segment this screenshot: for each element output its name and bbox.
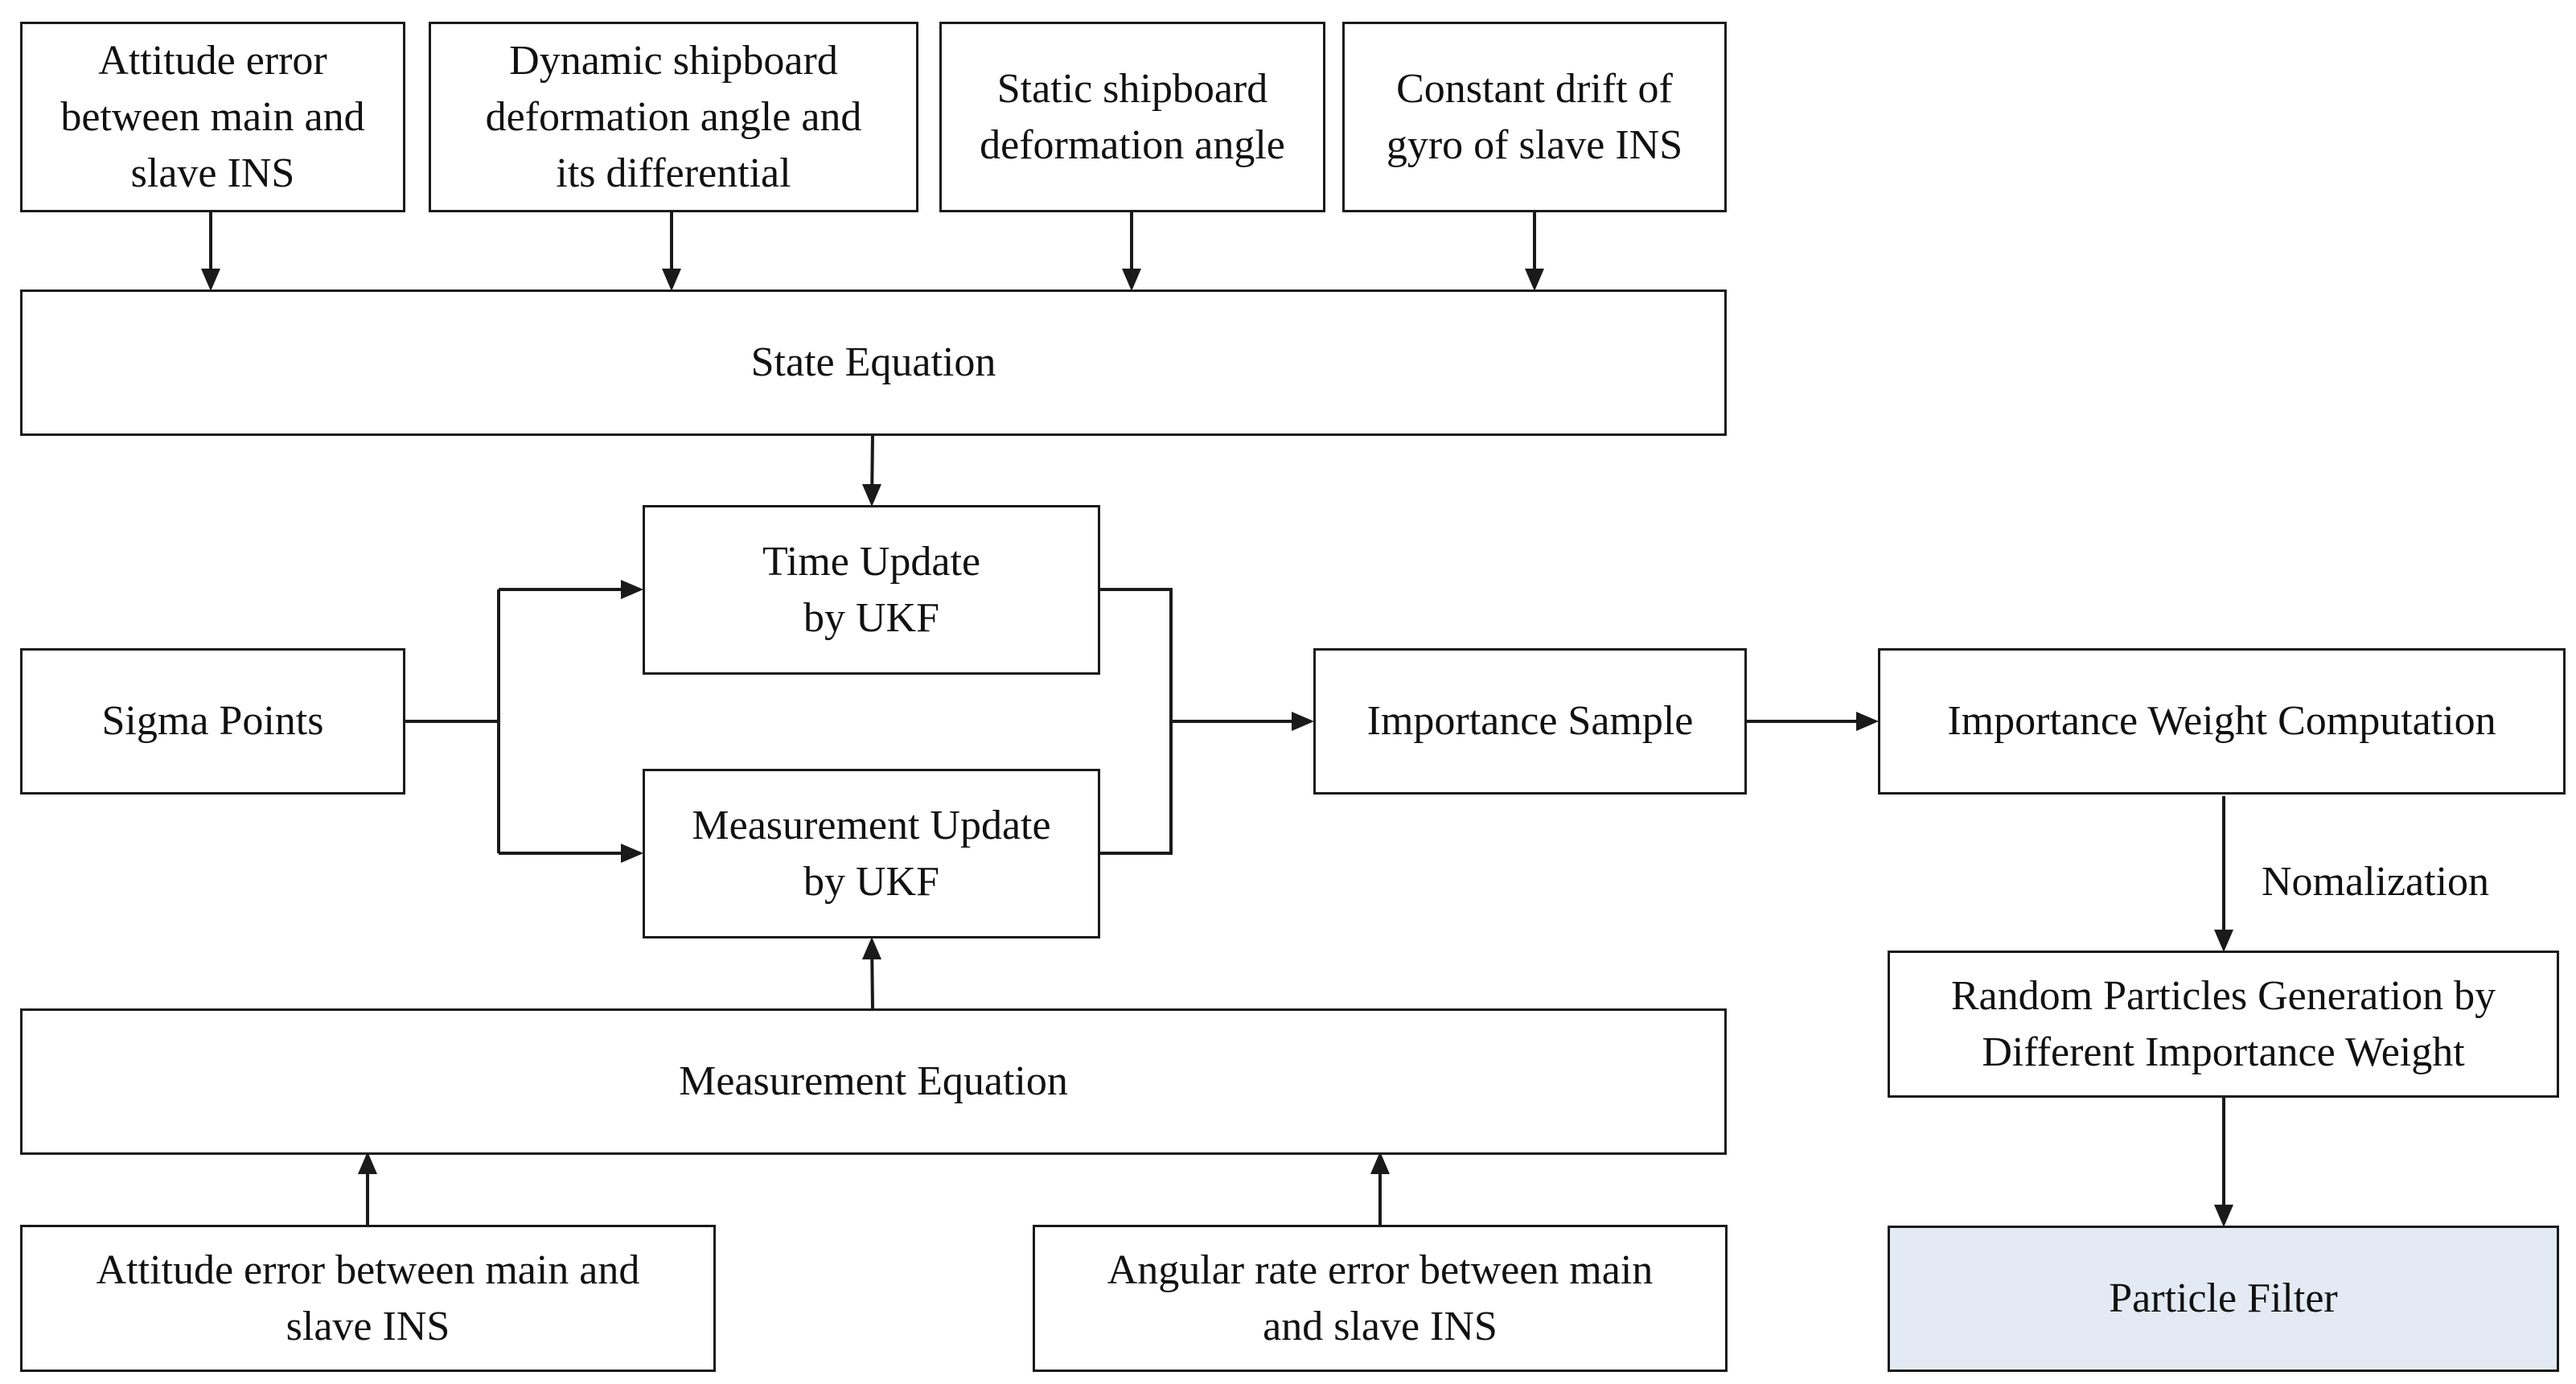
arrowhead xyxy=(862,484,881,507)
arrowhead xyxy=(621,844,643,863)
node-attitude-error-bottom: Attitude error between main and slave IN… xyxy=(20,1225,716,1372)
arrowhead xyxy=(1122,269,1141,291)
arrowhead xyxy=(2214,1205,2233,1227)
node-measurement-equation: Measurement Equation xyxy=(20,1008,1727,1155)
node-sigma-points: Sigma Points xyxy=(20,648,405,795)
line-sigma-split xyxy=(404,589,500,853)
node-static-deformation: Static shipboard deformation angle xyxy=(939,22,1325,212)
arrowhead xyxy=(621,580,643,599)
arrowhead xyxy=(2214,930,2233,952)
node-label: Attitude error between main and slave IN… xyxy=(96,1246,640,1349)
node-random-particles: Random Particles Generation by Different… xyxy=(1888,951,2559,1098)
node-attitude-error-top: Attitude error between main and slave IN… xyxy=(20,22,405,212)
arrowhead xyxy=(1525,269,1544,291)
node-label: Static shipboard deformation angle xyxy=(980,65,1285,168)
node-label: Angular rate error between main and slav… xyxy=(1107,1246,1654,1349)
node-label: Random Particles Generation by Different… xyxy=(1950,972,2496,1075)
node-state-equation: State Equation xyxy=(20,290,1727,436)
node-constant-drift: Constant drift of gyro of slave INS xyxy=(1342,22,1727,212)
node-label: Importance Weight Computation xyxy=(1947,698,2496,744)
arrowhead xyxy=(1856,712,1879,731)
node-label: Constant drift of gyro of slave INS xyxy=(1386,65,1683,168)
node-label: Measurement Update by UKF xyxy=(692,802,1051,905)
arrowhead xyxy=(1370,1152,1390,1174)
arrowhead xyxy=(201,269,220,291)
node-label: Attitude error between main and slave IN… xyxy=(60,37,365,196)
node-label: Importance Sample xyxy=(1366,698,1694,744)
node-importance-sample: Importance Sample xyxy=(1313,648,1747,795)
node-importance-weight: Importance Weight Computation xyxy=(1878,648,2566,795)
node-label: Sigma Points xyxy=(101,698,324,744)
arrowhead xyxy=(862,937,881,959)
arrowhead xyxy=(662,269,681,291)
node-measurement-update: Measurement Update by UKF xyxy=(643,769,1100,938)
arrowhead xyxy=(1292,712,1314,731)
node-label: Measurement Equation xyxy=(679,1058,1068,1104)
node-label: Dynamic shipboard deformation angle and … xyxy=(485,37,862,196)
arrowhead xyxy=(358,1152,377,1174)
node-label: State Equation xyxy=(750,339,996,385)
node-particle-filter: Particle Filter xyxy=(1888,1226,2559,1372)
node-time-update: Time Update by UKF xyxy=(643,505,1100,675)
node-label: Time Update by UKF xyxy=(762,538,981,641)
node-label: Particle Filter xyxy=(2109,1275,2338,1321)
line-merge xyxy=(1099,588,1173,855)
node-dynamic-deformation: Dynamic shipboard deformation angle and … xyxy=(429,22,918,212)
node-angular-rate-error: Angular rate error between main and slav… xyxy=(1033,1225,1728,1372)
edge-label-normalization: Nomalization xyxy=(2262,859,2490,905)
